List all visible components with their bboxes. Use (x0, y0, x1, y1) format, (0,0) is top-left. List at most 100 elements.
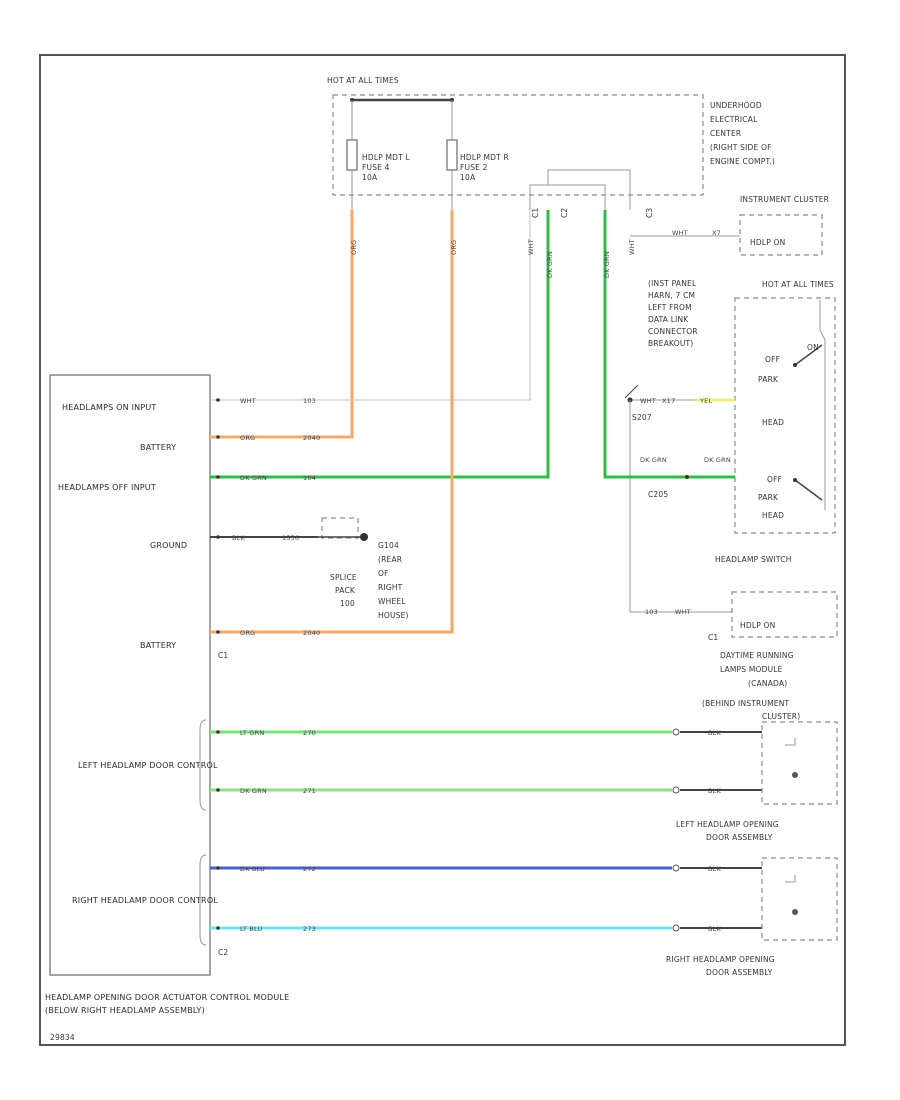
connector-c3-label: C3 (645, 208, 654, 218)
right-door-title-2: DOOR ASSEMBLY (706, 968, 773, 977)
fuse-left-line-2: FUSE 4 (362, 163, 390, 172)
ground-location-6: HOUSE) (378, 611, 409, 620)
wire-ground: BLK 1550 SPLICE PACK 100 G104 (REAR OF R… (210, 517, 409, 620)
headlamp-door-control-module: HEADLAMPS ON INPUT BATTERY HEADLAMPS OFF… (45, 374, 289, 1015)
ground-splice-3: 100 (340, 599, 355, 608)
wire-ground-color: BLK (232, 534, 245, 542)
ground-location-1: G104 (378, 541, 399, 550)
fuse-left-line-1: HDLP MDT L (362, 153, 411, 162)
fuse-block-location-1: UNDERHOOD (710, 101, 762, 110)
module-input-hdlp-on: HEADLAMPS ON INPUT (62, 403, 157, 412)
switch-park-label-1: PARK (758, 375, 779, 384)
module-connector-c1: C1 (218, 651, 228, 660)
switch-splice-s207: S207 (632, 413, 652, 422)
switch-note-4: DATA LINK (648, 315, 689, 324)
switch-circuit-yel: X17 (662, 397, 675, 405)
switch-note-6: BREAKOUT) (648, 339, 693, 348)
wire-ground-circuit: 1550 (282, 534, 299, 542)
wire-hdlp-on-color: WHT (240, 397, 256, 405)
wire-hdlp-on: WHT 103 WHT (210, 210, 535, 405)
wire-left-door-2-blk: BLK (708, 787, 721, 795)
wire-hdlp-off-circuit: 104 (303, 474, 316, 482)
module-pins (216, 398, 680, 932)
wire-vertical-dkgrn-1: DK GRN (546, 251, 554, 278)
wire-hdlp-off-color: DK GRN (240, 474, 267, 482)
switch-dkgrn-right: DK GRN (704, 456, 731, 464)
diagram-frame (39, 54, 846, 1046)
instrument-cluster-circuit: X7 (712, 229, 721, 237)
drl-wire-color: WHT (675, 608, 691, 616)
switch-note-1: (INST PANEL (648, 279, 697, 288)
module-input-left-door: LEFT HEADLAMP DOOR CONTROL (78, 761, 218, 770)
wire-left-door-1-blk: BLK (708, 729, 721, 737)
switch-off-label-2: OFF (767, 475, 782, 484)
module-input-hdlp-off: HEADLAMPS OFF INPUT (58, 483, 156, 492)
wire-left-door-1-color: LT GRN (240, 729, 264, 737)
wire-left-door-2: DK GRN 271 BLK (210, 787, 762, 795)
ground-location-4: RIGHT (378, 583, 403, 592)
left-door-title-2: DOOR ASSEMBLY (706, 833, 773, 842)
instrument-cluster-title: INSTRUMENT CLUSTER (740, 195, 829, 204)
drl-title-2: LAMPS MODULE (720, 665, 783, 674)
connector-c2-label: C2 (560, 208, 569, 218)
wire-vertical-wht-2: WHT (628, 239, 636, 255)
ground-splice-1: SPLICE (330, 573, 357, 582)
switch-head-label-2: HEAD (762, 511, 784, 520)
drl-title-3: (CANADA) (748, 679, 787, 688)
fuse-right-line-1: HDLP MDT R (460, 153, 509, 162)
switch-wht-label: WHT (640, 397, 656, 405)
switch-off-label-1: OFF (765, 355, 780, 364)
wire-right-door-1-circuit: 272 (303, 865, 316, 873)
wire-right-door-1: DK BLU 272 BLK (210, 865, 762, 873)
wire-right-door-2-blk: BLK (708, 925, 721, 933)
wire-hdlp-off: DK GRN 104 DK GRN DK GRN WHT (210, 210, 735, 482)
underhood-electrical-center: HOT AT ALL TIMES HDLP MDT L FUSE 4 10A H… (327, 76, 775, 218)
left-headlamp-door-assembly: (BEHIND INSTRUMENT CLUSTER) LEFT HEADLAM… (676, 699, 838, 842)
headlamp-switch-title: HEADLAMP SWITCH (715, 555, 792, 564)
module-input-right-door: RIGHT HEADLAMP DOOR CONTROL (72, 896, 218, 905)
ground-location-5: WHEEL (378, 597, 406, 606)
module-input-battery-1: BATTERY (140, 443, 176, 452)
switch-connector-c205: C205 (648, 490, 668, 499)
right-headlamp-door-assembly: RIGHT HEADLAMP OPENING DOOR ASSEMBLY (666, 857, 838, 977)
wire-vertical-wht: WHT (527, 239, 535, 255)
switch-note-5: CONNECTOR (648, 327, 698, 336)
connector-c1-label: C1 (531, 208, 540, 218)
left-door-behind-2: CLUSTER) (762, 712, 800, 721)
switch-hot-label: HOT AT ALL TIMES (762, 280, 834, 289)
fuse-block-location-3: CENTER (710, 129, 741, 138)
wire-battery-1-circuit: 2040 (303, 434, 320, 442)
switch-yel-label: YEL (699, 397, 712, 405)
fuse-block-hot-label: HOT AT ALL TIMES (327, 76, 399, 85)
drl-circuit: 103 (645, 608, 658, 616)
wire-right-door-2-circuit: 273 (303, 925, 316, 933)
wire-vertical-org-1: ORG (350, 240, 358, 255)
wire-left-door-1-circuit: 270 (303, 729, 316, 737)
footer-code: 29834 (50, 1033, 75, 1042)
left-door-title-1: LEFT HEADLAMP OPENING (676, 820, 779, 829)
drl-pin: HDLP ON (740, 621, 775, 630)
switch-dkgrn-left: DK GRN (640, 456, 667, 464)
fuse-left-line-3: 10A (362, 173, 378, 182)
fuse-right-line-3: 10A (460, 173, 476, 182)
switch-note-2: HARN, 7 CM (648, 291, 695, 300)
wire-vertical-dkgrn-2: DK GRN (603, 251, 611, 278)
right-door-title-1: RIGHT HEADLAMP OPENING (666, 955, 775, 964)
ground-splice-2: PACK (335, 586, 356, 595)
wire-left-door-2-color: DK GRN (240, 787, 267, 795)
instrument-cluster-wire-color: WHT (672, 229, 688, 237)
module-input-battery-2: BATTERY (140, 641, 176, 650)
wire-right-door-2-color: LT BLU (240, 925, 263, 933)
wire-right-door-1-color: DK BLU (240, 865, 265, 873)
daytime-running-lamps-module: HDLP ON C1 103 WHT DAYTIME RUNNING LAMPS… (629, 400, 838, 688)
headlamp-switch: HOT AT ALL TIMES ON OFF PARK HEAD OFF PA… (624, 279, 836, 564)
fuse-block-location-2: ELECTRICAL (710, 115, 758, 124)
wire-battery-2: ORG 2040 ORG (210, 210, 458, 637)
wire-left-door-2-circuit: 271 (303, 787, 316, 795)
wire-battery-1: ORG 2040 ORG (210, 210, 358, 442)
wire-right-door-1-blk: BLK (708, 865, 721, 873)
switch-on-label: ON (807, 343, 819, 352)
wire-vertical-org-2: ORG (450, 240, 458, 255)
switch-park-label-2: PARK (758, 493, 779, 502)
